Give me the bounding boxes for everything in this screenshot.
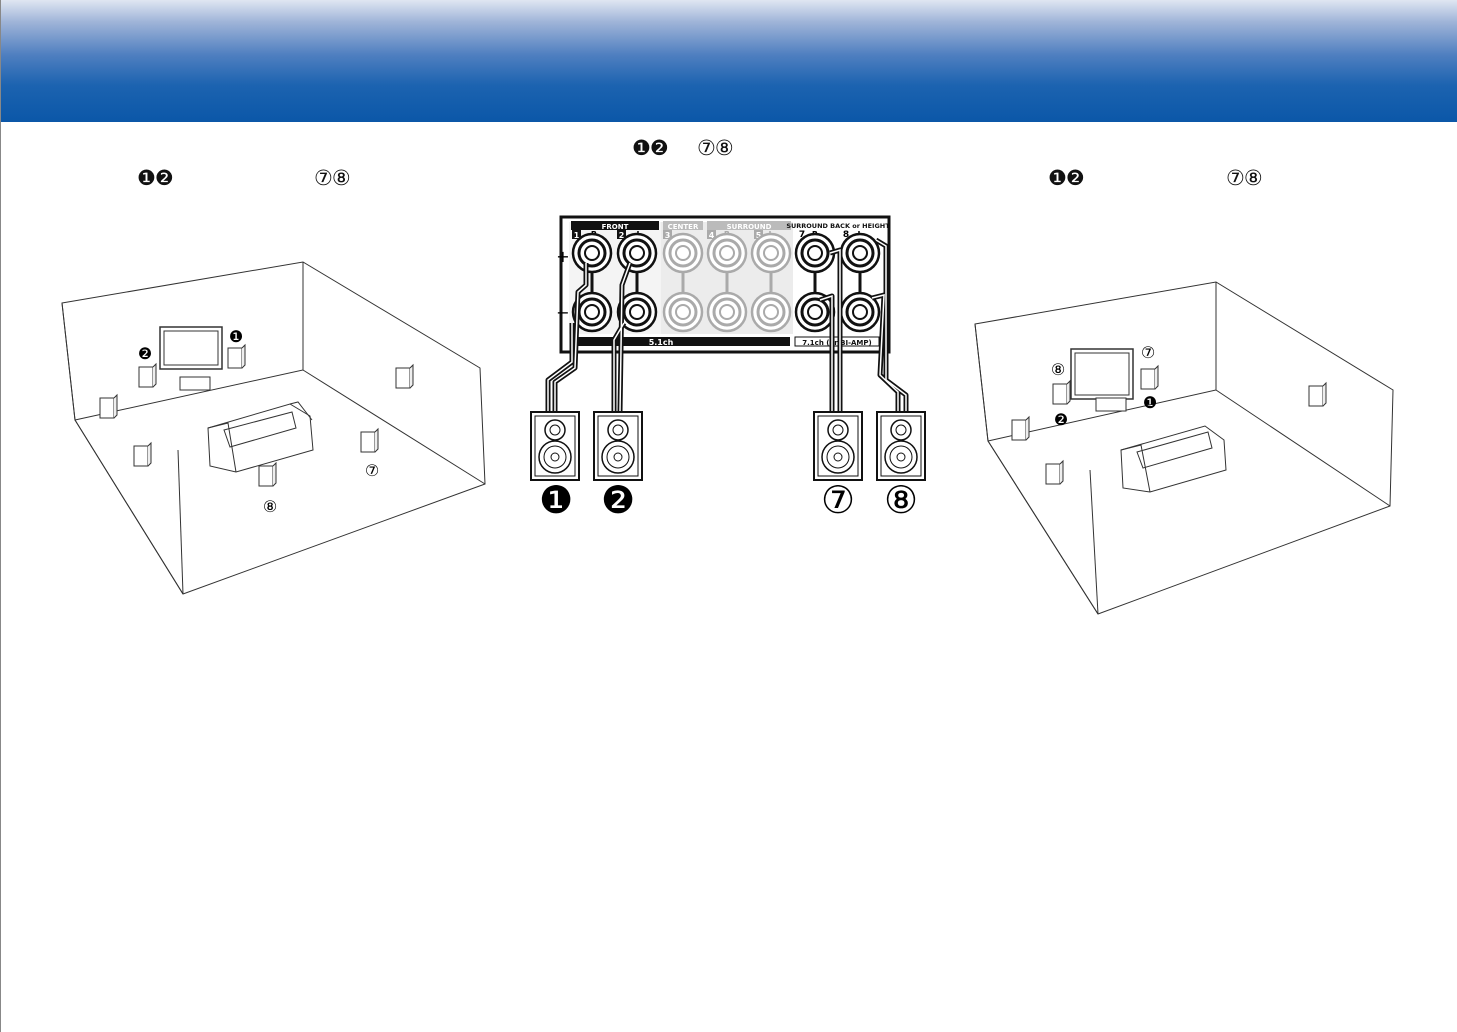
speaker-surround-back-l: [877, 412, 925, 480]
room-right-label-8: ⑧: [1051, 360, 1065, 379]
terminal-7-plus: [796, 234, 834, 272]
room-left-label-8: ⑧: [263, 497, 277, 516]
terminal-1-plus: [573, 234, 611, 272]
label-front: FRONT: [602, 223, 629, 231]
room-right-label-7: ⑦: [1141, 343, 1155, 362]
room-right-speaker-8: [1053, 381, 1070, 404]
room-left-speaker-8: [259, 463, 276, 486]
room-left-speaker-1: [228, 345, 245, 368]
terminal-8-plus: [841, 234, 879, 272]
polarity-plus: +: [556, 247, 569, 266]
room-left-label-7: ⑦: [365, 461, 379, 480]
label-51ch: 5.1ch: [649, 338, 674, 347]
room-left-label-2: ❷: [138, 344, 152, 363]
speaker-label-8: ⑧: [884, 478, 918, 522]
room-left-speaker-2: [139, 364, 156, 387]
polarity-minus: −: [556, 303, 569, 322]
label-surround: SURROUND: [727, 223, 772, 231]
speaker-label-2: ❷: [601, 478, 635, 522]
label-surround-back: SURROUND BACK or HEIGHT: [786, 222, 890, 230]
room-left-label-1: ❶: [229, 327, 243, 346]
room-right-label-2: ❷: [1054, 410, 1068, 429]
room-right: [975, 282, 1393, 614]
speaker-label-1: ❶: [539, 478, 573, 522]
room-left-speaker-7: [361, 429, 378, 452]
label-71ch: 7.1ch (or BI-AMP): [802, 339, 871, 347]
terminal-2-plus: [618, 234, 656, 272]
speaker-front-r: [531, 412, 579, 480]
speaker-label-7: ⑦: [821, 478, 855, 522]
speaker-surround-back-r: [814, 412, 862, 480]
room-left: [62, 262, 485, 594]
room-right-label-1: ❶: [1143, 393, 1157, 412]
speaker-front-l: [594, 412, 642, 480]
room-right-speaker-7: [1141, 366, 1158, 389]
label-center: CENTER: [668, 223, 699, 231]
